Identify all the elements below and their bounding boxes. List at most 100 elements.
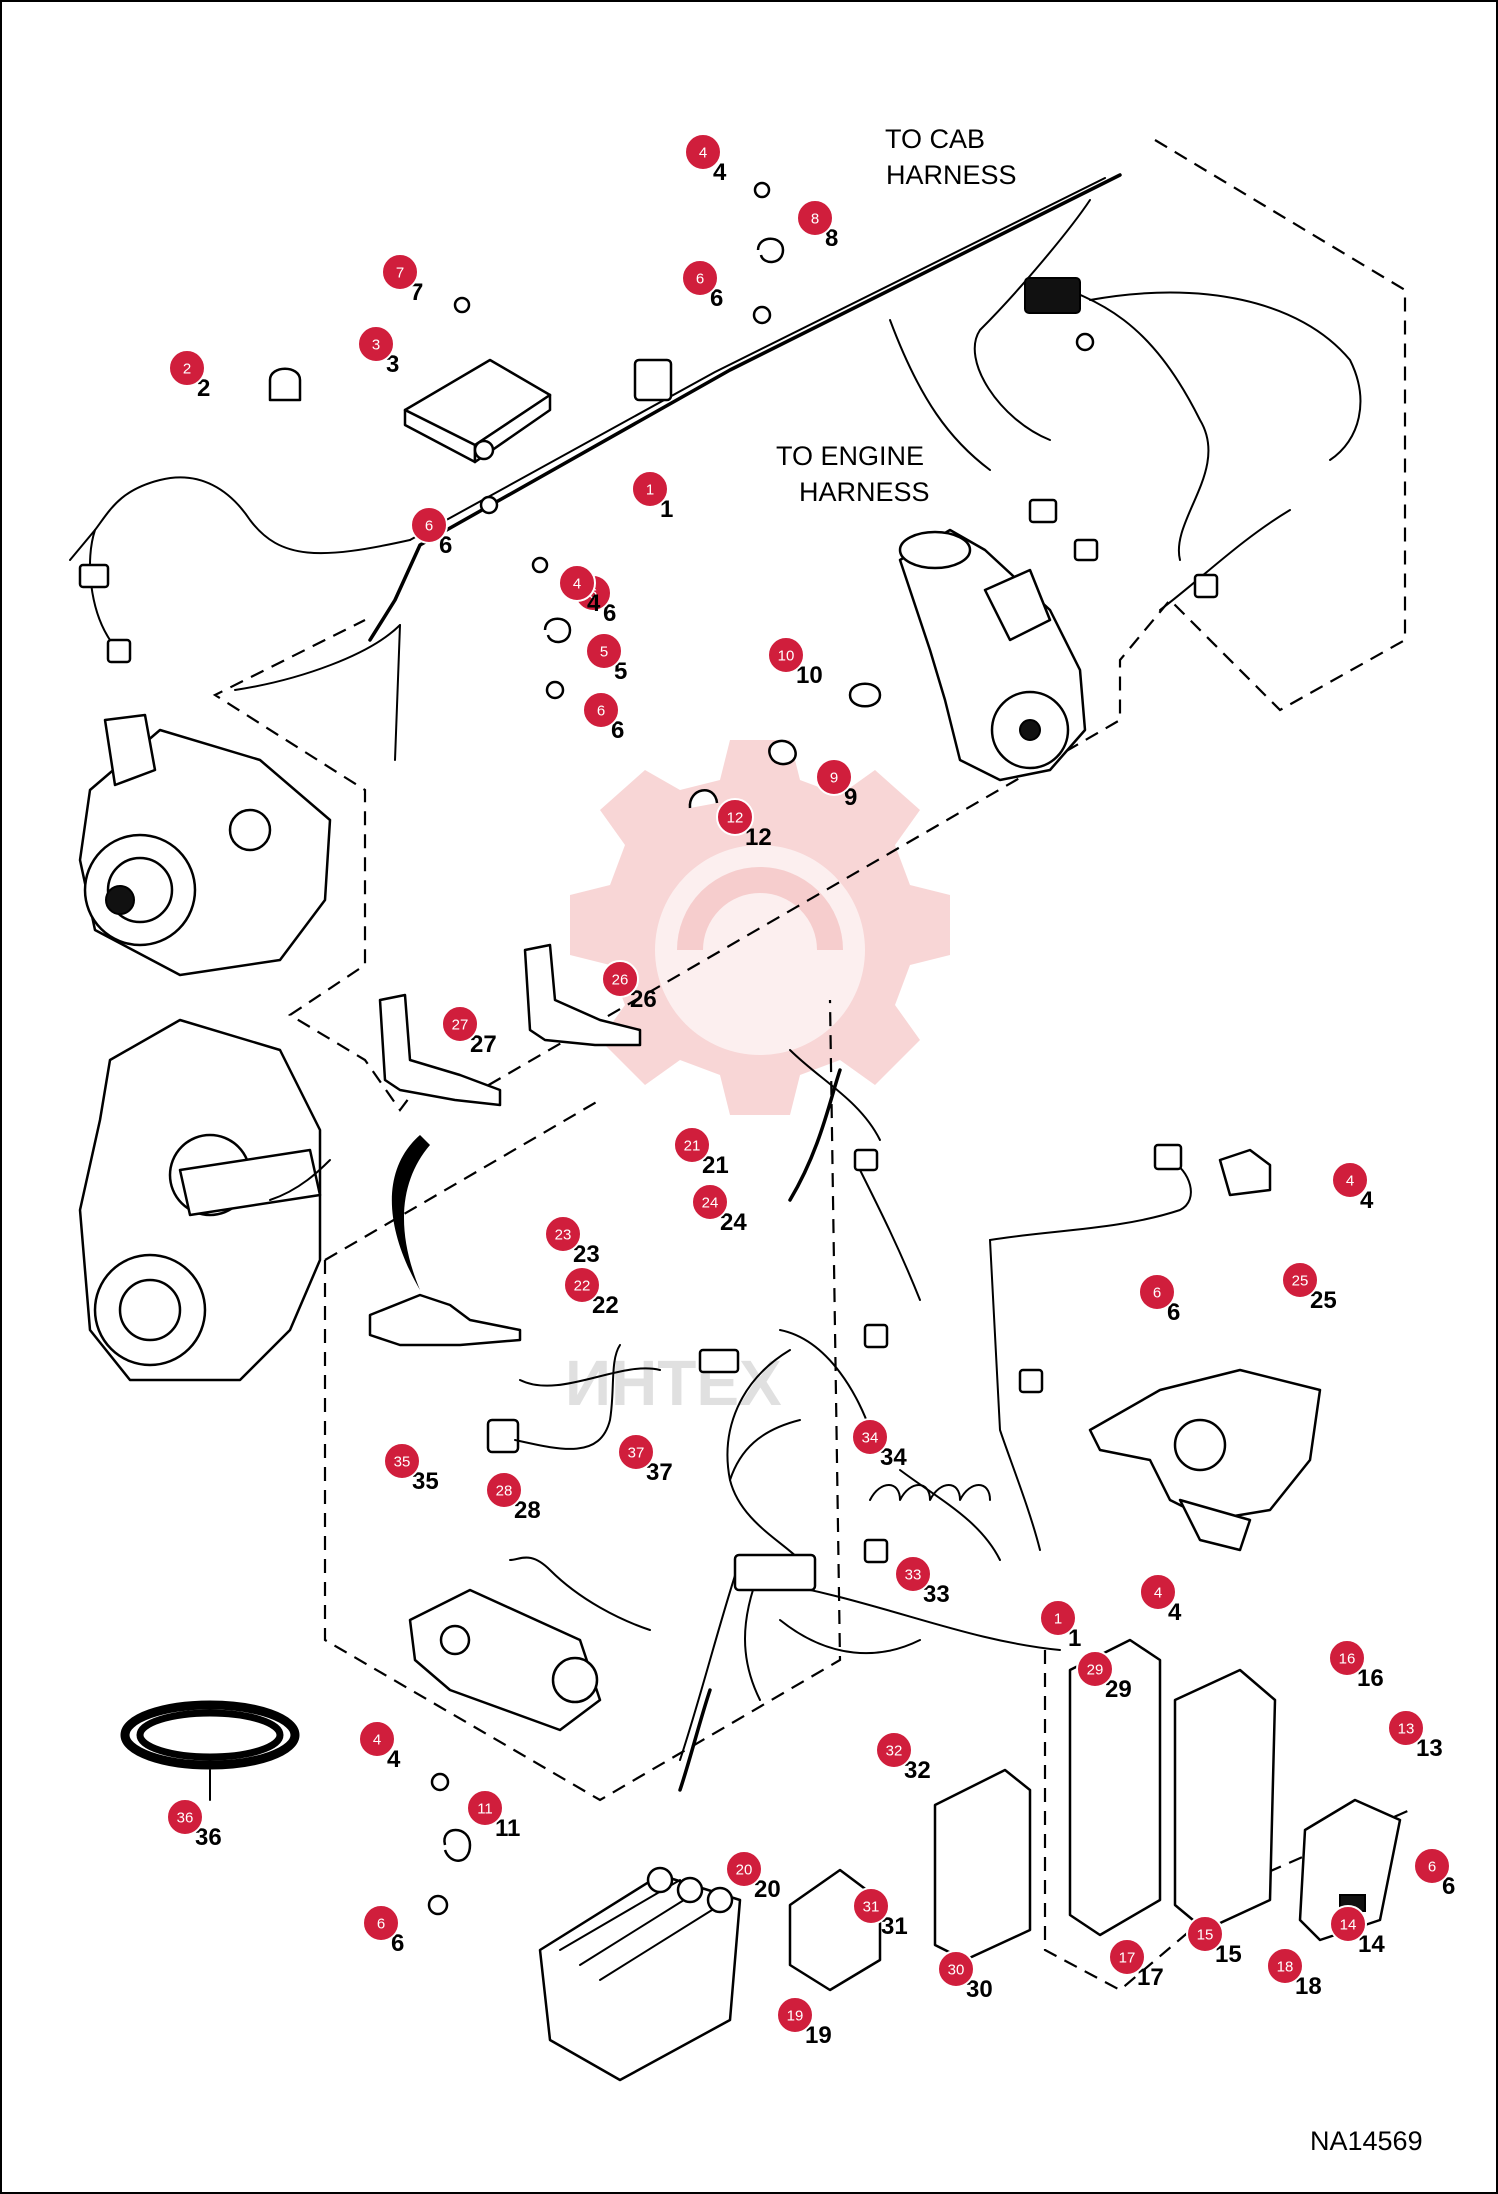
callout-badge: 31 [852, 1887, 890, 1925]
svg-text:9: 9 [830, 770, 838, 787]
callout-badge: 6 [681, 259, 719, 297]
svg-text:6: 6 [1428, 1859, 1436, 1876]
connector-block [1073, 538, 1099, 562]
svg-text:4: 4 [1346, 1173, 1354, 1190]
callout-badge: 13 [1387, 1709, 1425, 1747]
callout-number: 9 [844, 784, 857, 811]
starter-lower [1088, 1368, 1322, 1552]
callout-badge: 6 [362, 1904, 400, 1942]
connector-block [853, 1148, 879, 1172]
callout-badge: 10 [767, 636, 805, 674]
relay-block [933, 1768, 1032, 1962]
drive-motor-assembly [78, 1018, 331, 1382]
callout-number: 1 [660, 496, 673, 523]
callout-badge: 4 [558, 564, 596, 602]
connector-block [1018, 1368, 1044, 1394]
svg-text:12: 12 [727, 810, 744, 827]
panel-cover [1173, 1668, 1277, 1932]
grommet [768, 739, 797, 766]
callout-badge: 34 [851, 1418, 889, 1456]
controller-module [403, 358, 552, 464]
callout-number: 6 [1167, 1299, 1180, 1326]
bolt [453, 296, 471, 314]
watermark-text: ИНТЕХ [565, 1347, 782, 1419]
note-to-cab-harness-line2: HARNESS [886, 160, 1017, 190]
svg-text:20: 20 [736, 1862, 753, 1879]
svg-text:11: 11 [477, 1801, 493, 1818]
callout-badge: 1 [1039, 1599, 1077, 1637]
svg-text:14: 14 [1340, 1917, 1357, 1934]
callout-badge: 27 [441, 1005, 479, 1043]
callout-badge: 30 [937, 1950, 975, 1988]
main-harness-upper [69, 173, 1362, 761]
nut [430, 1772, 450, 1792]
callout-badge: 20 [725, 1850, 763, 1888]
callout-badge: 17 [1108, 1938, 1146, 1976]
callout-badge: 24 [691, 1183, 729, 1221]
callout-badge: 11 [466, 1789, 504, 1827]
note-to-engine-harness-line1: TO ENGINE [776, 441, 924, 471]
callout-badge: 23 [544, 1215, 582, 1253]
callout-badge: 6 [410, 506, 448, 544]
callout-badge: 22 [563, 1266, 601, 1304]
svg-text:27: 27 [452, 1017, 469, 1034]
figure-id: NA14569 [1310, 2126, 1423, 2156]
callout-badge: 4 [1139, 1573, 1177, 1611]
callout-badge: 25 [1281, 1261, 1319, 1299]
bolt [531, 556, 549, 574]
svg-text:17: 17 [1119, 1950, 1136, 1967]
callout-badge: 4 [1331, 1161, 1369, 1199]
svg-text:28: 28 [496, 1483, 513, 1500]
svg-text:33: 33 [905, 1567, 922, 1584]
callout-number: 6 [611, 717, 624, 744]
hose-coil [120, 1700, 300, 1801]
connector-block [106, 638, 132, 664]
svg-text:26: 26 [612, 972, 629, 989]
control-module [1298, 1798, 1402, 1942]
callout-badge: 26 [601, 960, 639, 998]
clip [688, 789, 719, 809]
control-valve [408, 1588, 602, 1732]
callout-number: 7 [410, 279, 423, 306]
callout-number: 5 [614, 658, 627, 685]
svg-text:16: 16 [1339, 1651, 1356, 1668]
svg-text:5: 5 [600, 644, 608, 661]
callout-badge: 8 [796, 199, 834, 237]
callout-number: 3 [386, 351, 399, 378]
nut [427, 1894, 449, 1916]
wire-clamp [443, 1828, 472, 1862]
hydraulic-pump [78, 713, 332, 977]
svg-text:37: 37 [628, 1445, 645, 1462]
callout-badge: 32 [875, 1731, 913, 1769]
watermark-gear-icon [570, 740, 950, 1115]
svg-text:3: 3 [372, 337, 380, 354]
svg-text:6: 6 [1153, 1285, 1161, 1302]
callout-number: 6 [710, 285, 723, 312]
callout-badge: 4 [684, 133, 722, 171]
svg-text:31: 31 [863, 1899, 880, 1916]
bracket [523, 943, 642, 1047]
callout-number: 6 [603, 600, 616, 627]
callout-badge: 2 [168, 349, 206, 387]
callout-badge: 19 [776, 1996, 814, 2034]
svg-text:25: 25 [1292, 1273, 1309, 1290]
connector-block [1028, 498, 1058, 524]
callout-number: 4 [587, 590, 601, 617]
svg-text:36: 36 [177, 1810, 194, 1827]
main-harness-lower [509, 1049, 1192, 1792]
connector-block [1193, 573, 1219, 599]
connector-block [633, 358, 673, 402]
nut [545, 680, 565, 700]
note-to-engine-harness-line2: HARNESS [799, 477, 930, 507]
nut [752, 305, 772, 325]
connector-block [78, 563, 110, 589]
svg-text:10: 10 [778, 648, 795, 665]
svg-text:24: 24 [702, 1195, 719, 1212]
main-control-valve [538, 1866, 742, 2082]
callout-badge: 15 [1186, 1915, 1224, 1953]
svg-text:13: 13 [1398, 1721, 1415, 1738]
callout-number: 4 [1360, 1187, 1374, 1214]
callout-badge: 18 [1266, 1947, 1304, 1985]
